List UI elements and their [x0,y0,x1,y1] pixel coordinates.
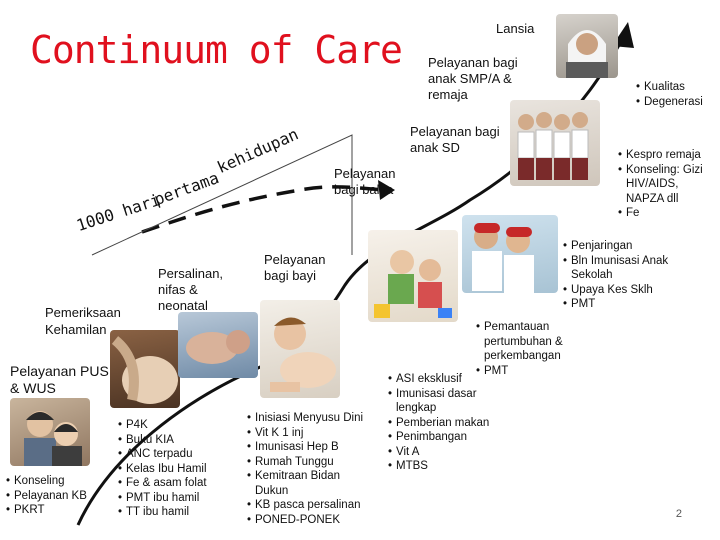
teen-students-photo [510,100,600,186]
page-number: 2 [676,508,682,520]
list-item: Kespro remaja [618,148,718,163]
elderly-woman-photo [556,14,618,78]
list-item: Penimbangan [388,430,503,445]
stage-bayi: Pelayanan bagi bayi [264,252,344,284]
list-item: PKRT [6,503,87,518]
stage-persalinan: Persalinan, nifas & neonatal [158,266,243,314]
list-item: PMT ibu hamil [118,491,207,506]
list-anak-sd: Penjaringan Bln Imunisasi Anak Sekolah U… [563,239,688,312]
stage-balita: Pelayanan bagi balita [334,166,414,198]
list-item: Penjaringan [563,239,688,254]
list-item: Upaya Kes Sklh [563,283,688,298]
list-item: Kualitas [636,80,703,95]
list-remaja: Kespro remaja Konseling: Gizi HIV/AIDS, … [618,148,718,221]
list-item: Degenerasi [636,95,703,110]
list-kehamilan: P4K Buku KIA ANC terpadu Kelas Ibu Hamil… [118,418,207,520]
list-item: KB pasca persalinan [247,498,377,513]
list-item: PMT [476,364,576,379]
couple-portrait-photo [10,398,90,466]
list-item: Konseling: Gizi HIV/AIDS, NAPZA dll [618,163,718,207]
list-item: Pemberian makan [388,416,503,431]
list-balita: Pemantauan pertumbuhan & perkembangan PM… [476,320,576,378]
school-children-photo [462,215,558,293]
list-item: MTBS [388,459,503,474]
list-item: Pemantauan pertumbuhan & perkembangan [476,320,576,364]
list-item: Buku KIA [118,433,207,448]
list-item: Konseling [6,474,87,489]
list-item: Bln Imunisasi Anak Sekolah [563,254,688,283]
list-item: PONED-PONEK [247,513,377,528]
list-item: Imunisasi Hep B [247,440,377,455]
list-item: Kemitraan Bidan Dukun [247,469,355,498]
list-item: P4K [118,418,207,433]
list-item: Pelayanan KB [6,489,87,504]
stage-lansia: Lansia [496,21,534,37]
arc-triangle [92,135,352,255]
list-item: Vit A [388,445,503,460]
newborn-photo [178,312,258,378]
toddlers-playing-photo [368,230,458,322]
list-item: Fe [618,206,718,221]
list-pus-wus: Konseling Pelayanan KB PKRT [6,474,87,518]
list-bayi: ASI eksklusif Imunisasi dasar lengkap Pe… [388,372,503,474]
list-item: TT ibu hamil [118,505,207,520]
crawling-baby-photo [260,300,340,398]
list-item: ANC terpadu [118,447,207,462]
list-item: PMT [563,297,688,312]
list-item: Vit K 1 inj [247,426,377,441]
list-persalinan: Inisiasi Menyusu Dini Vit K 1 inj Imunis… [247,411,377,527]
list-lansia: Kualitas Degenerasi [636,80,703,109]
stage-anak-sd: Pelayanan bagi anak SD [410,124,500,156]
list-item: Inisiasi Menyusu Dini [247,411,377,426]
list-item: Fe & asam folat [118,476,207,491]
stage-smp-remaja: Pelayanan bagi anak SMP/A & remaja [428,55,538,103]
list-item: Kelas Ibu Hamil [118,462,207,477]
pregnant-belly-photo [110,330,180,408]
list-item: Imunisasi dasar lengkap [388,387,488,416]
stage-pus-wus: Pelayanan PUS & WUS [10,363,110,397]
stage-pemeriksaan-kehamilan: Pemeriksaan Kehamilan [45,304,145,338]
list-item: Rumah Tunggu [247,455,377,470]
